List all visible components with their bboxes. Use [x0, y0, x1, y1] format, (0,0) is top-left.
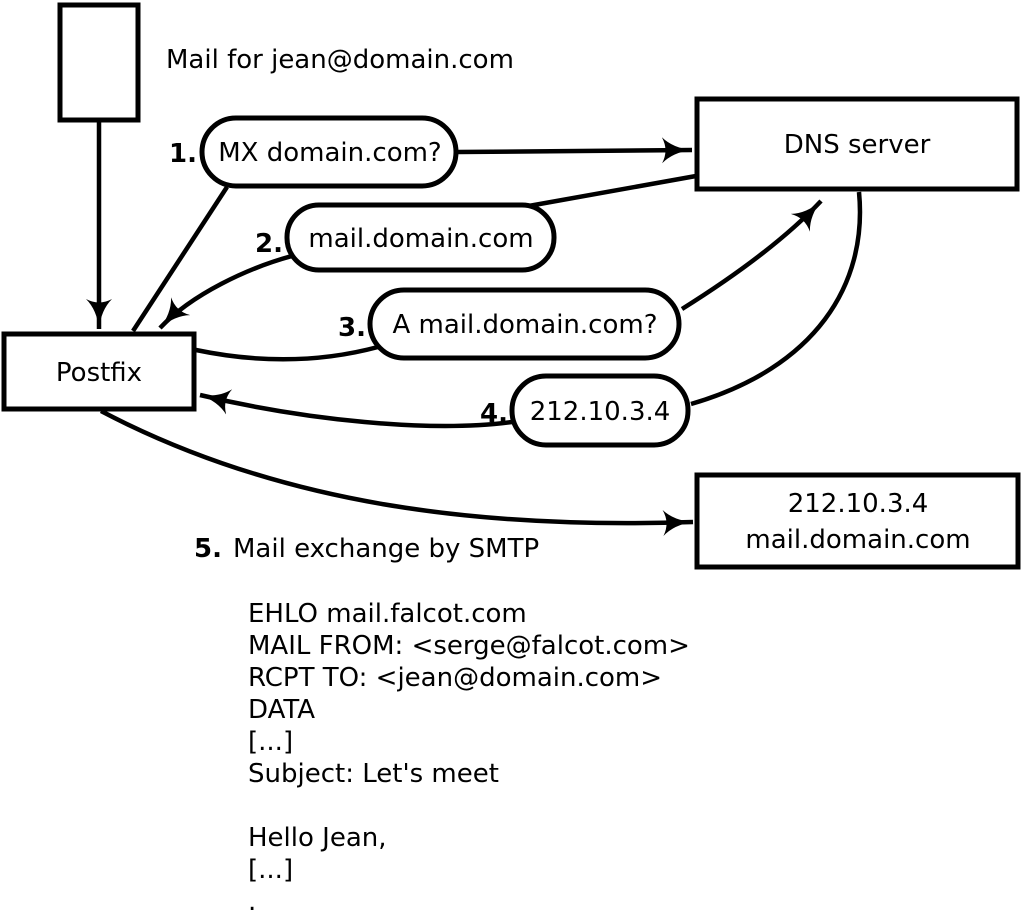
- step-5-number: 5.: [194, 534, 222, 564]
- mail-server-ip-label: 212.10.3.4: [788, 489, 929, 519]
- mail-server-box: [694, 472, 1021, 570]
- arrow-smtp-to-mail-server: [99, 409, 694, 536]
- smtp-line: [...]: [248, 855, 293, 885]
- smtp-session-block: EHLO mail.falcot.com MAIL FROM: <serge@f…: [248, 599, 690, 917]
- step-3-number: 3.: [338, 313, 366, 343]
- mail-for-note: Mail for jean@domain.com: [166, 45, 514, 75]
- postfix-box: [1, 331, 197, 412]
- line-dns-to-mx-answer: [522, 173, 697, 210]
- pill-a-query: [367, 287, 682, 361]
- line-dns-to-a-answer: [690, 191, 863, 407]
- step-2-number: 2.: [255, 229, 283, 259]
- mail-server-host-label: mail.domain.com: [745, 525, 970, 555]
- dns-server-label: DNS server: [784, 130, 931, 160]
- step-1-label: MX domain.com?: [218, 138, 441, 168]
- step-4-label: 212.10.3.4: [530, 397, 671, 427]
- arrow-mx-query-to-dns: [457, 137, 693, 164]
- postfix-label: Postfix: [56, 358, 142, 388]
- step-5-label: Mail exchange by SMTP: [233, 534, 539, 564]
- line-postfix-to-mx-query: [131, 185, 229, 333]
- smtp-line: EHLO mail.falcot.com: [248, 599, 527, 629]
- arrow-a-answer-to-postfix: [199, 389, 513, 429]
- smtp-line: RCPT TO: <jean@domain.com>: [248, 663, 662, 693]
- arrow-mx-answer-to-postfix: [158, 253, 293, 330]
- line-postfix-to-a-query: [195, 344, 379, 362]
- smtp-line: .: [248, 887, 256, 917]
- step-1-number: 1.: [169, 139, 197, 169]
- pill-mx-answer: [284, 202, 557, 273]
- dns-server-box: [694, 96, 1020, 192]
- smtp-line: DATA: [248, 695, 315, 725]
- pill-mx-query: [199, 115, 459, 189]
- step-2-label: mail.domain.com: [308, 224, 533, 254]
- step-3-label: A mail.domain.com?: [393, 310, 658, 340]
- smtp-line: Hello Jean,: [248, 823, 387, 853]
- smtp-line: [...]: [248, 727, 293, 757]
- smtp-line: Subject: Let's meet: [248, 759, 499, 789]
- arrow-a-query-to-dns: [680, 199, 823, 311]
- step-4-number: 4.: [480, 399, 508, 429]
- pill-a-answer: [509, 373, 691, 448]
- envelope-icon: [57, 2, 141, 123]
- smtp-line: MAIL FROM: <serge@falcot.com>: [248, 631, 690, 661]
